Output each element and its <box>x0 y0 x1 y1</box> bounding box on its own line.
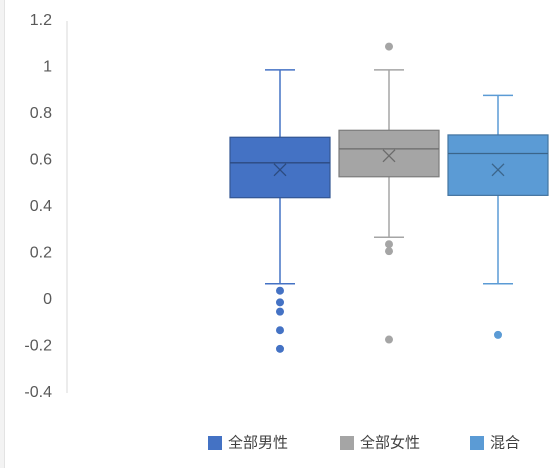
mean-marker-stroke <box>273 163 287 177</box>
y-tick-label: -0.4 <box>24 384 52 401</box>
outlier-point <box>494 330 502 339</box>
legend: 全部男性 全部女性 混合 <box>208 434 520 452</box>
y-tick-label: 0.6 <box>30 152 52 169</box>
legend-item: 混合 <box>470 434 520 452</box>
legend-swatch <box>470 436 484 450</box>
box-group <box>338 42 440 344</box>
y-tick-label: 0.8 <box>30 105 52 122</box>
y-tick-label: 1 <box>43 59 52 76</box>
outlier-point <box>276 344 284 353</box>
outlier-point <box>385 335 393 344</box>
outlier-point <box>385 247 393 256</box>
box-group <box>447 94 549 339</box>
legend-label: 全部男性 <box>228 434 288 452</box>
y-tick-label: 0 <box>43 291 52 308</box>
plot-area <box>229 42 549 353</box>
mean-marker-stroke <box>382 149 396 163</box>
outlier-point <box>276 298 284 307</box>
mean-marker <box>491 163 505 177</box>
box-group <box>229 69 331 353</box>
y-tick-label: -0.2 <box>24 338 52 355</box>
legend-swatch <box>340 436 354 450</box>
outlier-point <box>276 326 284 335</box>
y-tick-label: 1.2 <box>30 12 52 29</box>
y-tick-label: 0.4 <box>30 198 52 215</box>
y-axis: 1.2 1 0.8 0.6 0.4 0.2 0 -0.2 -0.4 <box>24 12 68 401</box>
outlier-point <box>276 307 284 316</box>
box <box>338 129 440 178</box>
legend-label: 全部女性 <box>360 434 420 452</box>
legend-item: 全部男性 <box>208 434 288 452</box>
legend-label: 混合 <box>490 434 520 452</box>
legend-item: 全部女性 <box>340 434 420 452</box>
mean-marker <box>382 149 396 163</box>
box <box>447 134 549 196</box>
outlier-point <box>276 286 284 295</box>
legend-swatch <box>208 436 222 450</box>
box <box>229 136 331 199</box>
mean-marker-stroke <box>491 163 505 177</box>
mean-marker <box>273 163 287 177</box>
outlier-point <box>385 42 393 51</box>
outlier-point <box>385 240 393 249</box>
y-tick-label: 0.2 <box>30 245 52 262</box>
